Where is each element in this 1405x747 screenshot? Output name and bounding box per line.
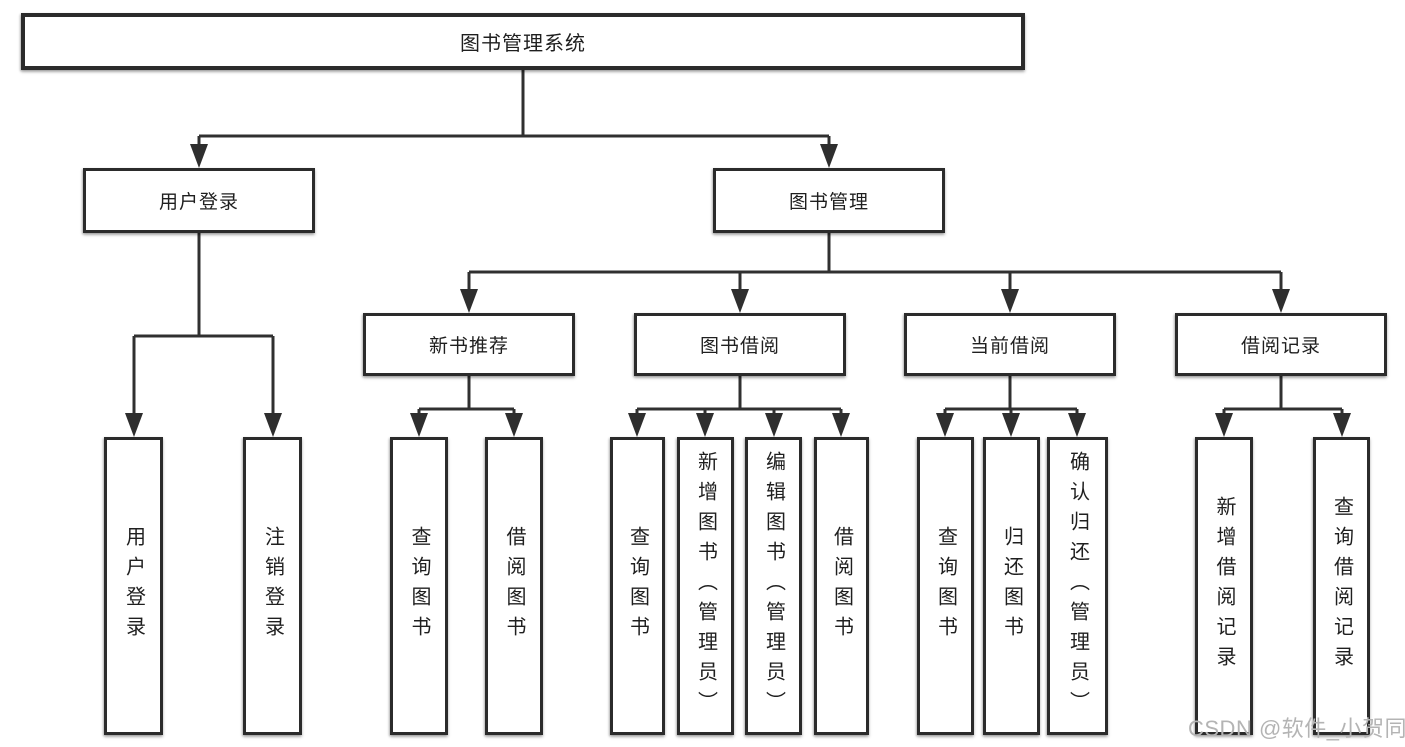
node-label: 归还图书 (1000, 526, 1023, 646)
node-label: 借阅图书 (830, 526, 853, 646)
tree-edges (132, 70, 1344, 421)
node-label: 图书借阅 (699, 336, 780, 357)
node-borrowing-records: 借阅记录 (1175, 313, 1387, 376)
node-label: 借阅图书 (503, 526, 525, 646)
node-leaf-user-login: 用户登录 (104, 437, 163, 735)
node-leaf-add-borrow-record: 新增借阅记录 (1195, 437, 1253, 735)
node-leaf-borrow-books-recommend: 借阅图书 (485, 437, 543, 735)
node-label: 新书推荐 (428, 336, 509, 357)
node-label: 新增图书（管理员） (694, 451, 717, 721)
watermark: CSDN @软件_小贺同学 (1188, 716, 1405, 741)
node-label: 查询图书 (408, 526, 430, 646)
node-label: 图书管理系统 (460, 33, 586, 55)
node-label: 查询图书 (626, 526, 649, 646)
node-book-borrowing: 图书借阅 (634, 313, 846, 376)
node-new-book-recommendation: 新书推荐 (363, 313, 575, 376)
node-book-management: 图书管理 (713, 168, 945, 233)
node-leaf-return-books: 归还图书 (983, 437, 1040, 735)
node-leaf-query-books-borrow: 查询图书 (610, 437, 665, 735)
node-leaf-add-books-admin: 新增图书（管理员） (677, 437, 734, 735)
node-library-management-system: 图书管理系统 (21, 13, 1025, 70)
node-leaf-confirm-return-admin: 确认归还（管理员） (1047, 437, 1108, 735)
node-leaf-borrow-books: 借阅图书 (814, 437, 869, 735)
node-user-login: 用户登录 (83, 168, 315, 233)
node-label: 新增借阅记录 (1213, 496, 1235, 676)
node-label: 用户登录 (122, 526, 145, 646)
node-label: 确认归还（管理员） (1066, 451, 1089, 721)
node-leaf-query-borrow-record: 查询借阅记录 (1313, 437, 1370, 735)
node-leaf-edit-books-admin: 编辑图书（管理员） (745, 437, 802, 735)
node-label: 当前借阅 (969, 336, 1050, 357)
node-label: 图书管理 (788, 192, 869, 213)
node-leaf-query-books-recommend: 查询图书 (390, 437, 448, 735)
node-leaf-query-books-current: 查询图书 (917, 437, 974, 735)
node-current-borrowing: 当前借阅 (904, 313, 1116, 376)
node-leaf-logout: 注销登录 (243, 437, 302, 735)
node-label: 用户登录 (158, 192, 239, 213)
arrowheads (125, 144, 1351, 437)
node-label: 查询图书 (934, 526, 957, 646)
node-label: 借阅记录 (1240, 336, 1321, 357)
node-label: 注销登录 (261, 526, 284, 646)
node-label: 编辑图书（管理员） (762, 451, 785, 721)
node-label: 查询借阅记录 (1330, 496, 1353, 676)
